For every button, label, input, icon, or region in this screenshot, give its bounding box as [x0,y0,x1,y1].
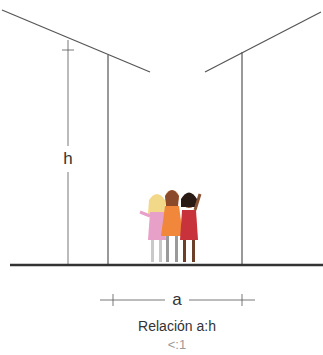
dress [180,210,198,240]
leg [159,240,162,262]
width-tick [242,294,243,306]
right-pole [241,52,242,265]
hair [148,194,166,214]
ground-line [10,264,323,267]
width-tick [113,294,114,306]
height-label: h [63,150,72,169]
hair [181,193,197,208]
leg [175,236,178,262]
width-dimension-line [100,300,165,301]
width-dimension-line [189,300,255,301]
right-canopy [205,12,321,72]
dress [161,206,183,236]
ratio-value: <:1 [168,338,186,352]
leg [166,236,169,262]
caption: Relación a:h [138,319,216,334]
height-dimension-line [68,172,69,265]
height-dimension-line [68,40,69,146]
leg [192,240,195,262]
children-figure [140,190,200,262]
arm [195,194,200,210]
leg [151,240,154,262]
height-tick [62,50,74,51]
left-pole [107,55,108,265]
leg [183,240,186,262]
width-label: a [172,291,181,310]
arm [140,212,150,216]
left-canopy [2,10,150,72]
hair [165,190,179,206]
